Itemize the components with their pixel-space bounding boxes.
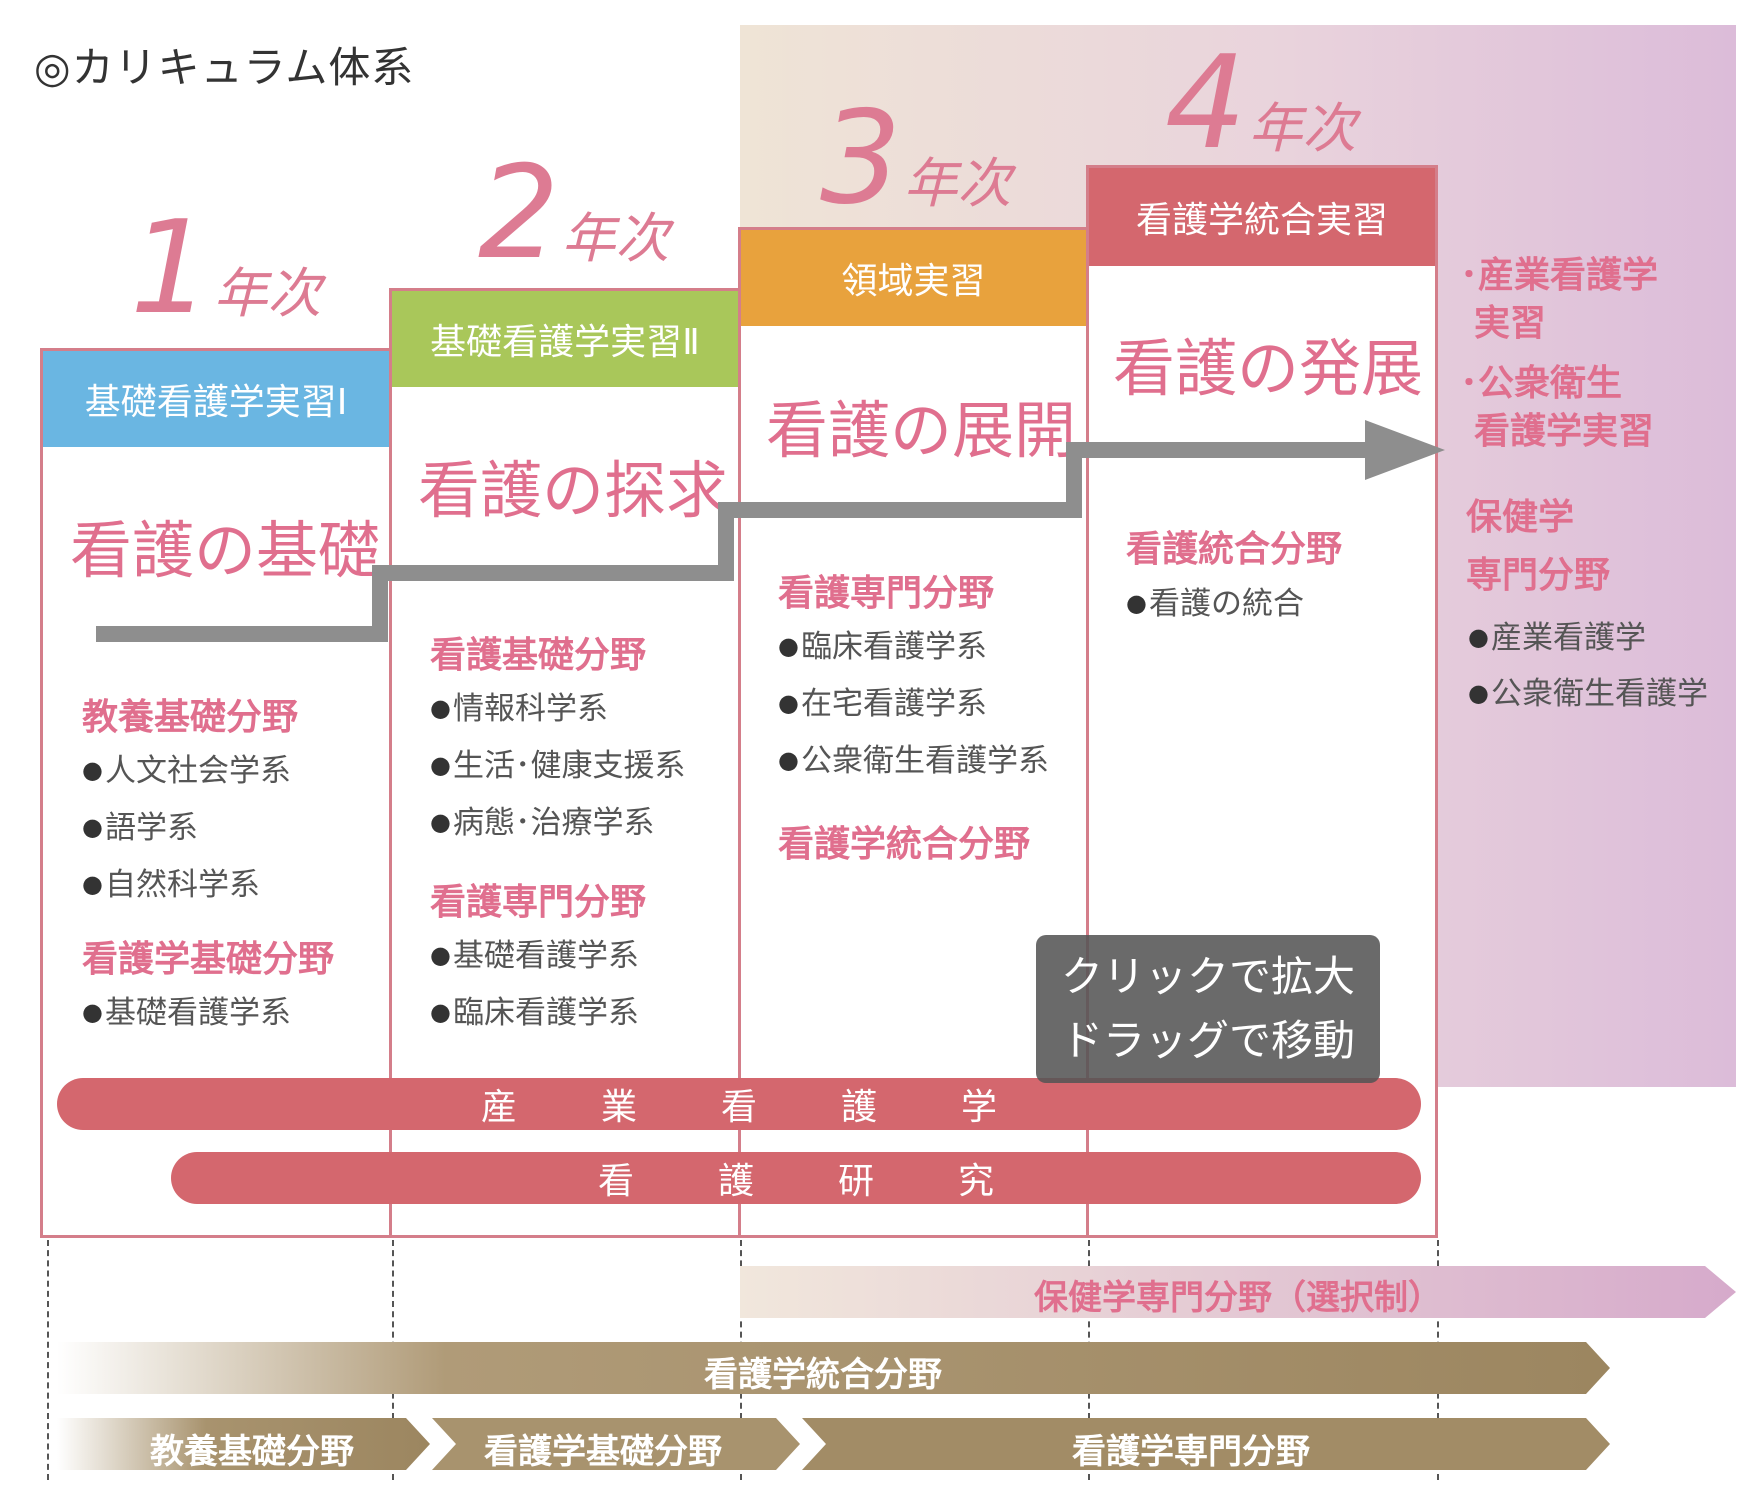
year-3-category-1: 看護専門分野: [778, 573, 995, 614]
year-1-label: 1年次: [130, 194, 322, 343]
year-4-theme: 看護の発展: [1113, 332, 1424, 405]
year-2-theme: 看護の探求: [418, 454, 729, 527]
year-2-category-2: 看護専門分野: [430, 882, 647, 923]
list-item: 自然科学系: [82, 859, 260, 904]
integrated-arrow-label: 看護学統合分野: [704, 1355, 942, 1395]
right-practicum-2b: 看護学実習: [1474, 411, 1655, 452]
hint-line-2: ドラッグで移動: [1060, 1016, 1355, 1065]
year-3-theme: 看護の展開: [766, 394, 1077, 467]
year-1-category-2: 看護学基礎分野: [82, 939, 335, 980]
year-1-category-1: 教養基礎分野: [82, 697, 299, 738]
list-item: 臨床看護学系: [778, 621, 987, 666]
page-title: ◎カリキュラム体系: [34, 43, 415, 92]
nursing-research-bar: 看 護 研 究: [171, 1152, 1421, 1204]
year-2-category-1: 看護基礎分野: [430, 635, 647, 676]
list-item: 看護の統合: [1126, 578, 1304, 623]
year-3-column: [738, 227, 1089, 1238]
list-item: 病態･治療学系: [430, 797, 655, 842]
list-item: 基礎看護学系: [430, 930, 639, 975]
year-1-practicum: 基礎看護学実習Ⅰ: [43, 351, 389, 447]
list-item: 臨床看護学系: [430, 987, 639, 1032]
list-item: 公衆衛生看護学系: [778, 735, 1049, 780]
list-item: 公衆衛生看護学: [1468, 668, 1708, 713]
list-item: 産業看護学: [1468, 612, 1646, 657]
year-3-category-2: 看護学統合分野: [778, 824, 1031, 865]
year-2-label: 2年次: [478, 139, 670, 288]
year-3-label: 3年次: [820, 84, 1012, 233]
year-3-practicum: 領域実習: [741, 230, 1086, 326]
elective-arrow-label: 保健学専門分野（選択制）: [1034, 1278, 1442, 1318]
zoom-drag-hint[interactable]: クリックで拡大 ドラッグで移動: [1036, 935, 1380, 1083]
year-2-practicum: 基礎看護学実習Ⅱ: [392, 291, 738, 387]
hint-line-1: クリックで拡大: [1060, 952, 1355, 1001]
list-item: 人文社会学系: [82, 745, 291, 790]
list-item: 基礎看護学系: [82, 987, 291, 1032]
industrial-nursing-bar: 産 業 看 護 学: [57, 1078, 1421, 1130]
list-item: 語学系: [82, 802, 198, 847]
year-4-practicum: 看護学統合実習: [1089, 168, 1435, 266]
list-item: 情報科学系: [430, 683, 608, 728]
stage-1-arrow-label: 教養基礎分野: [150, 1432, 354, 1472]
right-practicum-1: ･産業看護学: [1460, 255, 1659, 296]
stage-2-arrow-label: 看護学基礎分野: [484, 1432, 722, 1472]
right-field-2: 専門分野: [1466, 555, 1611, 596]
stage-3-arrow-label: 看護学専門分野: [1072, 1432, 1310, 1472]
right-practicum-2: ･公衆衛生: [1460, 363, 1623, 404]
year-1-theme: 看護の基礎: [70, 514, 381, 587]
divider: [47, 1240, 49, 1480]
list-item: 生活･健康支援系: [430, 740, 686, 785]
year-4-label: 4年次: [1165, 29, 1357, 178]
right-practicum-1b: 実習: [1474, 303, 1547, 344]
right-field-1: 保健学: [1466, 497, 1575, 538]
year-4-category-1: 看護統合分野: [1126, 529, 1343, 570]
list-item: 在宅看護学系: [778, 678, 987, 723]
